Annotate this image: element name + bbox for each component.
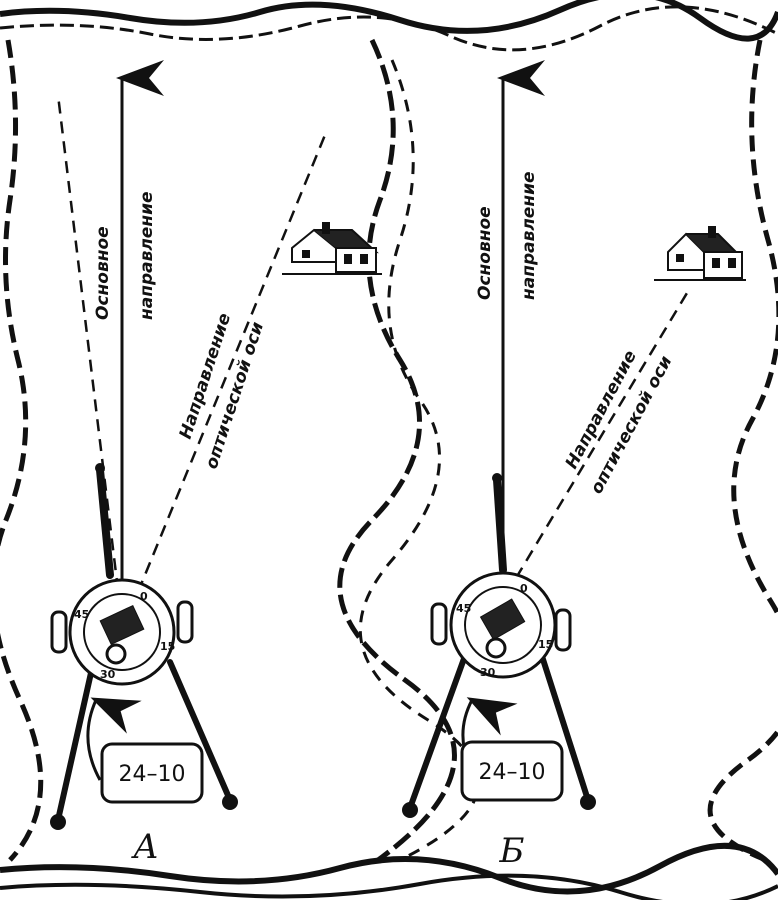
dial-mark-45: 45	[74, 608, 89, 621]
optical-axis-line	[514, 287, 692, 579]
house-icon	[654, 226, 746, 281]
dashed-reference-line	[56, 94, 120, 591]
main-direction-label-2: направление	[137, 191, 157, 320]
tripod-leg-back	[96, 466, 114, 579]
panel-letter-a: А	[131, 827, 159, 867]
instrument-dial: 0 15 30 45	[449, 571, 557, 679]
dial-mark-15: 15	[160, 640, 175, 653]
instrument-dial: 0 15 30 45	[68, 578, 176, 686]
readout-pointer-arrow	[86, 697, 142, 781]
house-icon	[282, 222, 382, 275]
dial-mark-0: 0	[520, 582, 528, 595]
readout-value: 24–10	[479, 760, 546, 785]
readout-box	[460, 740, 564, 802]
panel-a: Основное направление Направление оптичес…	[50, 60, 382, 867]
tripod-leg-right	[167, 659, 233, 803]
dial-mark-0: 0	[140, 590, 148, 603]
main-direction-label-1: Основное	[93, 226, 113, 320]
dial-mark-30: 30	[100, 668, 116, 681]
main-direction-label-1: Основное	[475, 206, 495, 300]
readout-box	[100, 742, 204, 804]
tripod-leg-back	[493, 476, 507, 574]
panel-b: Основное направление Направление оптичес…	[402, 60, 746, 871]
tripod-leg-right	[537, 647, 591, 803]
dial-mark-30: 30	[480, 666, 496, 679]
readout-value: 24–10	[119, 762, 186, 787]
panel-letter-b: Б	[499, 831, 525, 871]
tripod-leg-left	[55, 652, 98, 823]
dial-mark-45: 45	[456, 602, 471, 615]
main-direction-label-2: направление	[519, 171, 539, 300]
dial-mark-15: 15	[538, 638, 553, 651]
tripod-leg-left	[407, 639, 473, 811]
optical-axis-line	[136, 134, 327, 593]
